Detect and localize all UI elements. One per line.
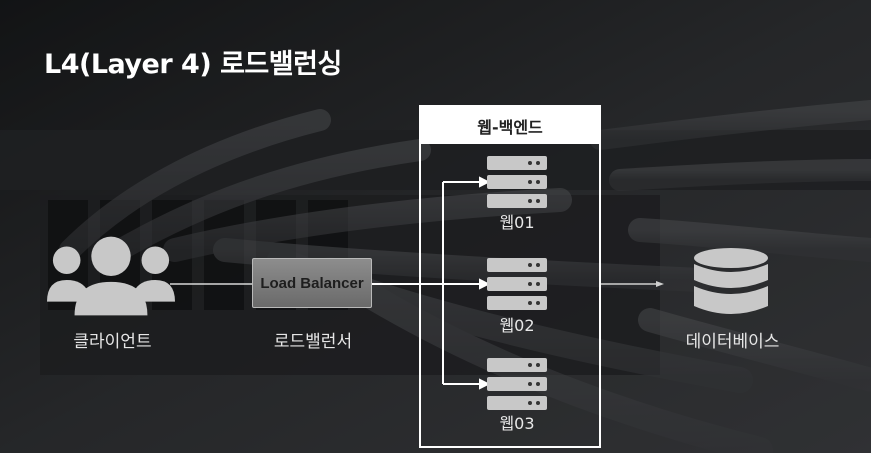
backend-header: 웹-백엔드	[421, 107, 599, 144]
client-label: 클라이언트	[73, 332, 152, 352]
server-label-web03: 웹03	[499, 414, 535, 433]
load-balancer-box: Load Balancer	[252, 258, 372, 308]
server-icon-web02	[487, 258, 547, 310]
database-icon	[694, 248, 768, 314]
arrow-head-web02	[479, 278, 491, 290]
arrow-head-web01	[479, 176, 491, 188]
arrow-head-db	[656, 281, 664, 287]
server-label-web02: 웹02	[499, 316, 535, 335]
page-title: L4(Layer 4) 로드밸런싱	[44, 49, 342, 80]
server-icon-web01	[487, 156, 547, 208]
database-label: 데이터베이스	[685, 332, 780, 352]
server-icon-web03	[487, 358, 547, 410]
server-label-web01: 웹01	[499, 213, 535, 232]
arrow-head-web03	[479, 378, 491, 390]
users-icon	[47, 236, 175, 316]
backend-group-frame: 웹-백엔드	[419, 105, 601, 448]
load-balancer-label: 로드밸런서	[273, 332, 353, 352]
